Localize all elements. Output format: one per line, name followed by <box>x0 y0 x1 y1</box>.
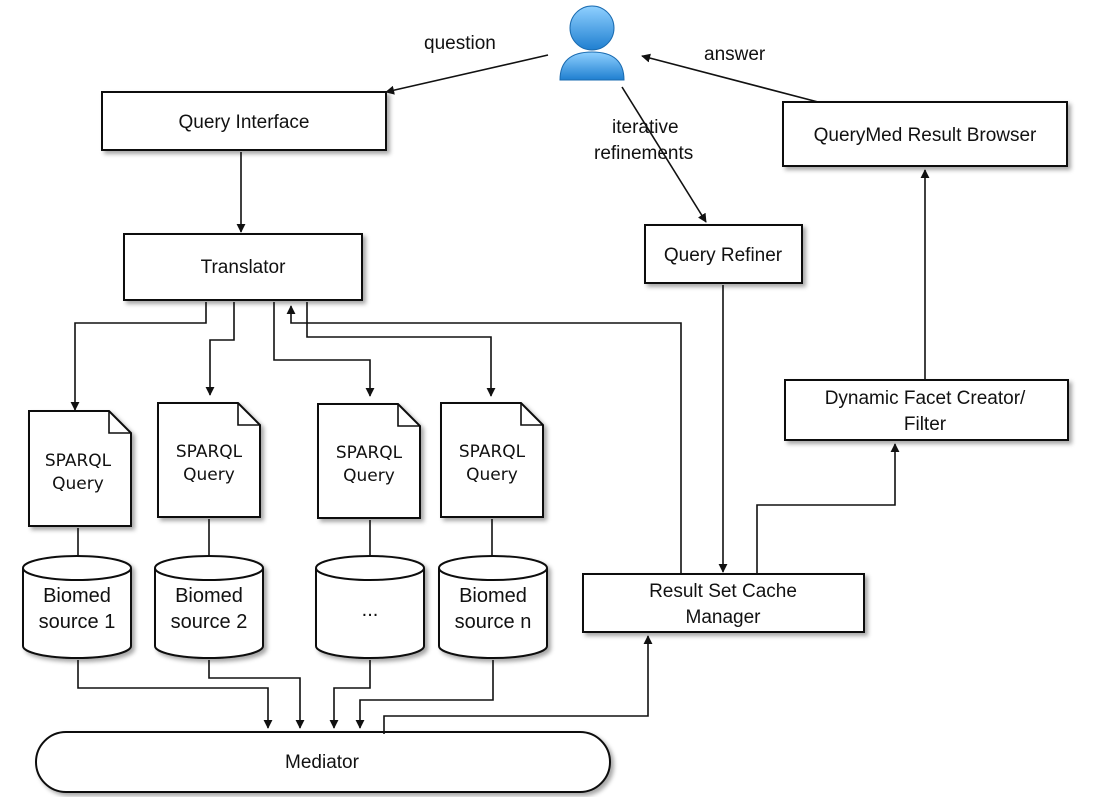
edge-mediator-to-cache <box>383 635 653 734</box>
biomed-source-1 <box>22 555 132 659</box>
edge-cache-to-facet <box>756 443 900 574</box>
source-1-line2: source 1 <box>39 611 116 633</box>
user-icon <box>559 5 625 81</box>
edge-translator-to-query2 <box>205 302 235 396</box>
edge-translator-to-query1 <box>70 302 207 411</box>
query-n-line1: SPARQL <box>459 442 526 462</box>
query-2-line2: Query <box>183 465 235 485</box>
result-browser-box <box>782 101 1068 167</box>
source-n-line2: source n <box>455 611 532 633</box>
source-n-line1: Biomed <box>459 585 527 607</box>
biomed-source-3 <box>315 555 425 659</box>
edge-source1-to-mediator <box>77 660 273 729</box>
edge-translator-to-query3 <box>273 302 375 397</box>
answer-label: answer <box>704 44 766 65</box>
source-2-line2: source 2 <box>171 611 248 633</box>
cache-manager-line1: Result Set Cache <box>649 581 797 602</box>
query-2-line1: SPARQL <box>176 442 243 462</box>
edge-answer <box>641 53 819 103</box>
facet-creator-line2: Filter <box>904 414 947 435</box>
sparql-query-doc-n <box>440 402 544 518</box>
edge-source3-to-mediator <box>329 660 371 729</box>
cache-manager-line2: Manager <box>686 607 762 628</box>
iterative-label-line1: iterative <box>612 117 679 138</box>
query-n-line2: Query <box>466 465 518 485</box>
edge-sourcen-to-mediator <box>355 660 494 729</box>
translator-box <box>123 233 363 301</box>
biomed-source-n <box>438 555 548 659</box>
facet-creator-line1: Dynamic Facet Creator/ <box>825 388 1026 409</box>
query-3-line1: SPARQL <box>336 443 403 463</box>
query-1-line2: Query <box>52 474 104 494</box>
result-browser-label: QueryMed Result Browser <box>814 125 1037 146</box>
source-2-line1: Biomed <box>175 585 243 607</box>
edge-iterative-refinements <box>621 86 707 223</box>
iterative-label-line2: refinements <box>594 143 693 164</box>
query-1-line1: SPARQL <box>45 451 112 471</box>
question-label: question <box>424 33 496 54</box>
query-3-line2: Query <box>343 466 395 486</box>
source-3-label: ... <box>362 599 379 621</box>
edge-cache-to-translator <box>286 305 682 574</box>
query-interface-label: Query Interface <box>179 112 310 133</box>
mediator-label: Mediator <box>285 752 360 773</box>
mediator-box <box>35 731 611 793</box>
biomed-source-2 <box>154 555 264 659</box>
query-refiner-box <box>644 224 803 284</box>
query-interface-box <box>101 91 387 151</box>
sparql-query-doc-1 <box>28 410 132 527</box>
edge-translator-to-queryn <box>306 302 496 397</box>
translator-label: Translator <box>201 257 286 278</box>
source-1-line1: Biomed <box>43 585 111 607</box>
sparql-query-doc-3 <box>317 403 421 519</box>
edge-source2-to-mediator <box>208 660 305 729</box>
facet-creator-box <box>784 379 1069 441</box>
edge-question <box>385 54 549 95</box>
sparql-query-doc-2 <box>157 402 261 518</box>
query-refiner-label: Query Refiner <box>664 245 783 266</box>
cache-manager-box <box>582 573 865 633</box>
